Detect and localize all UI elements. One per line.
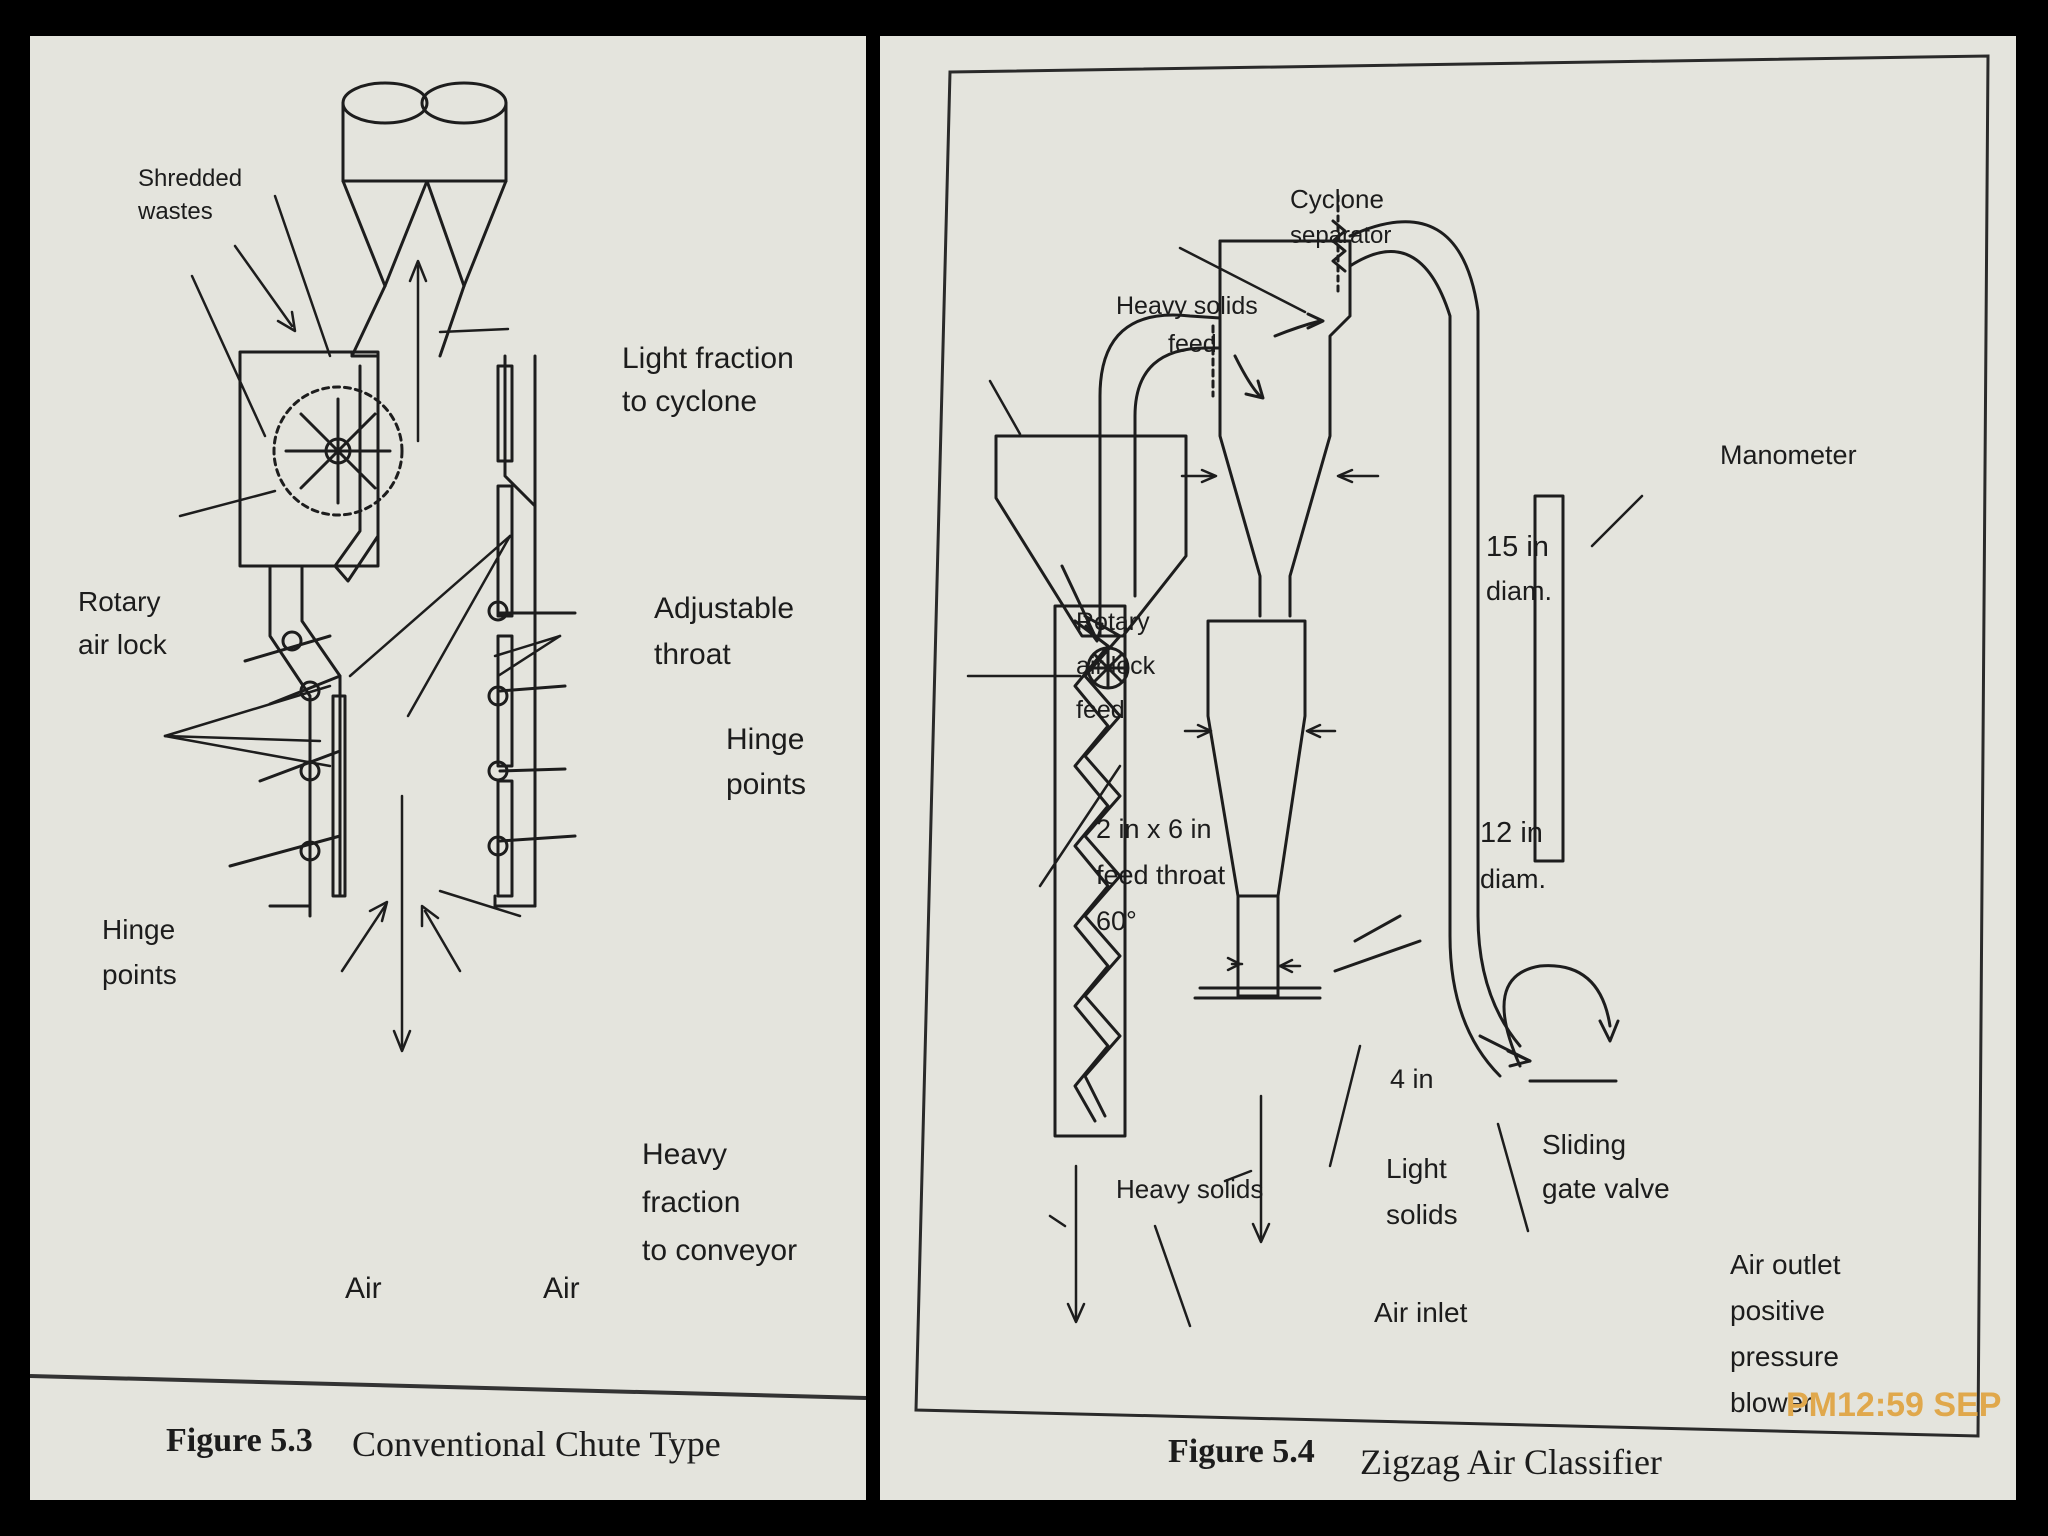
label-diam-12-1: 12 in (1480, 817, 1543, 849)
label-air-left: Air (345, 1272, 382, 1305)
timestamp-overlay: PM12:59 SEP (1786, 1386, 2001, 1424)
label-diam-15-1: 15 in (1486, 531, 1549, 563)
label-air-outlet-2: positive (1730, 1295, 1825, 1326)
label-cyclone-separator-1: Cyclone (1290, 184, 1384, 214)
label-air-outlet-1: Air outlet (1730, 1249, 1841, 1280)
label-heavy-solids-feed-1: Heavy solids (1116, 292, 1258, 320)
label-diam-12-2: diam. (1480, 864, 1546, 894)
label-feed-throat-1: 2 in x 6 in (1096, 814, 1212, 844)
label-hinge-points-right-2: points (726, 768, 806, 801)
label-feed-throat-2: feed throat (1096, 860, 1226, 890)
label-rotary-air-lock-feed-3: feed (1076, 696, 1125, 724)
label-air-outlet-3: pressure (1730, 1341, 1839, 1372)
label-heavy-solids-feed-2: feed (1168, 330, 1217, 358)
label-manometer: Manometer (1720, 440, 1857, 470)
label-heavy-fraction-1: Heavy (642, 1138, 727, 1171)
caption-rule (30, 1374, 866, 1400)
flow-arrows (163, 194, 562, 1053)
label-sliding-gate-valve-2: gate valve (1542, 1173, 1670, 1204)
caption-number-5-3: Figure 5.3 (166, 1422, 313, 1459)
label-light-solids-1: Light (1386, 1153, 1447, 1184)
label-light-fraction-1: Light fraction (622, 342, 794, 375)
label-light-fraction-2: to cyclone (622, 385, 757, 418)
label-hinge-points-left-2: points (102, 959, 177, 990)
caption-title-5-4: Zigzag Air Classifier (1360, 1442, 1662, 1482)
chute-body (268, 354, 537, 918)
label-air-inlet: Air inlet (1374, 1297, 1468, 1328)
label-rotary-air-lock-2: air lock (78, 629, 168, 660)
cyclone-tubes (341, 81, 508, 358)
figure-5-4-labels: Cyclone separator Heavy solids feed Mano… (1076, 184, 1857, 1418)
label-shredded-wastes-2: wastes (137, 198, 213, 225)
label-diam-15-2: diam. (1486, 576, 1552, 606)
label-hinge-points-right-1: Hinge (726, 723, 804, 756)
label-cyclone-separator-2: separator (1290, 222, 1391, 249)
figure-frame (914, 54, 1990, 1438)
rotary-air-lock-housing (238, 350, 404, 583)
label-heavy-fraction-3: to conveyor (642, 1234, 797, 1267)
label-air-outlet-4: blower (1730, 1387, 1812, 1418)
label-hinge-points-left-1: Hinge (102, 914, 175, 945)
classifier-apparatus (994, 194, 1620, 1138)
label-light-solids-2: solids (1386, 1199, 1458, 1230)
label-shredded-wastes-1: Shredded (138, 165, 242, 192)
dimension-marks (1180, 468, 1380, 974)
label-adjustable-throat-1: Adjustable (654, 592, 794, 625)
figure-5-3-labels: Shredded wastes Light fraction to cyclon… (78, 165, 806, 1305)
label-sliding-gate-valve-1: Sliding (1542, 1129, 1626, 1160)
figure-5-3-page: Shredded wastes Light fraction to cyclon… (30, 36, 866, 1500)
chute-classifier-diagram: Shredded wastes Light fraction to cyclon… (30, 81, 866, 1464)
label-air-right: Air (543, 1272, 580, 1305)
figure-5-4-page: Cyclone separator Heavy solids feed Mano… (880, 36, 2016, 1500)
label-rotary-air-lock-1: Rotary (78, 586, 160, 617)
label-rotary-air-lock-feed-2: air lock (1076, 652, 1156, 680)
label-four-in: 4 in (1390, 1064, 1434, 1094)
label-adjustable-throat-2: throat (654, 638, 731, 671)
label-rotary-air-lock-feed-1: Rotary (1076, 608, 1150, 636)
label-heavy-solids: Heavy solids (1116, 1174, 1263, 1204)
zigzag-classifier-diagram: Cyclone separator Heavy solids feed Mano… (914, 54, 2001, 1482)
label-feed-throat-3: 60° (1096, 906, 1137, 936)
caption-title-5-3: Conventional Chute Type (352, 1424, 721, 1464)
flow-arrows (966, 246, 1644, 1328)
caption-number-5-4: Figure 5.4 (1168, 1433, 1315, 1470)
label-heavy-fraction-2: fraction (642, 1186, 740, 1219)
